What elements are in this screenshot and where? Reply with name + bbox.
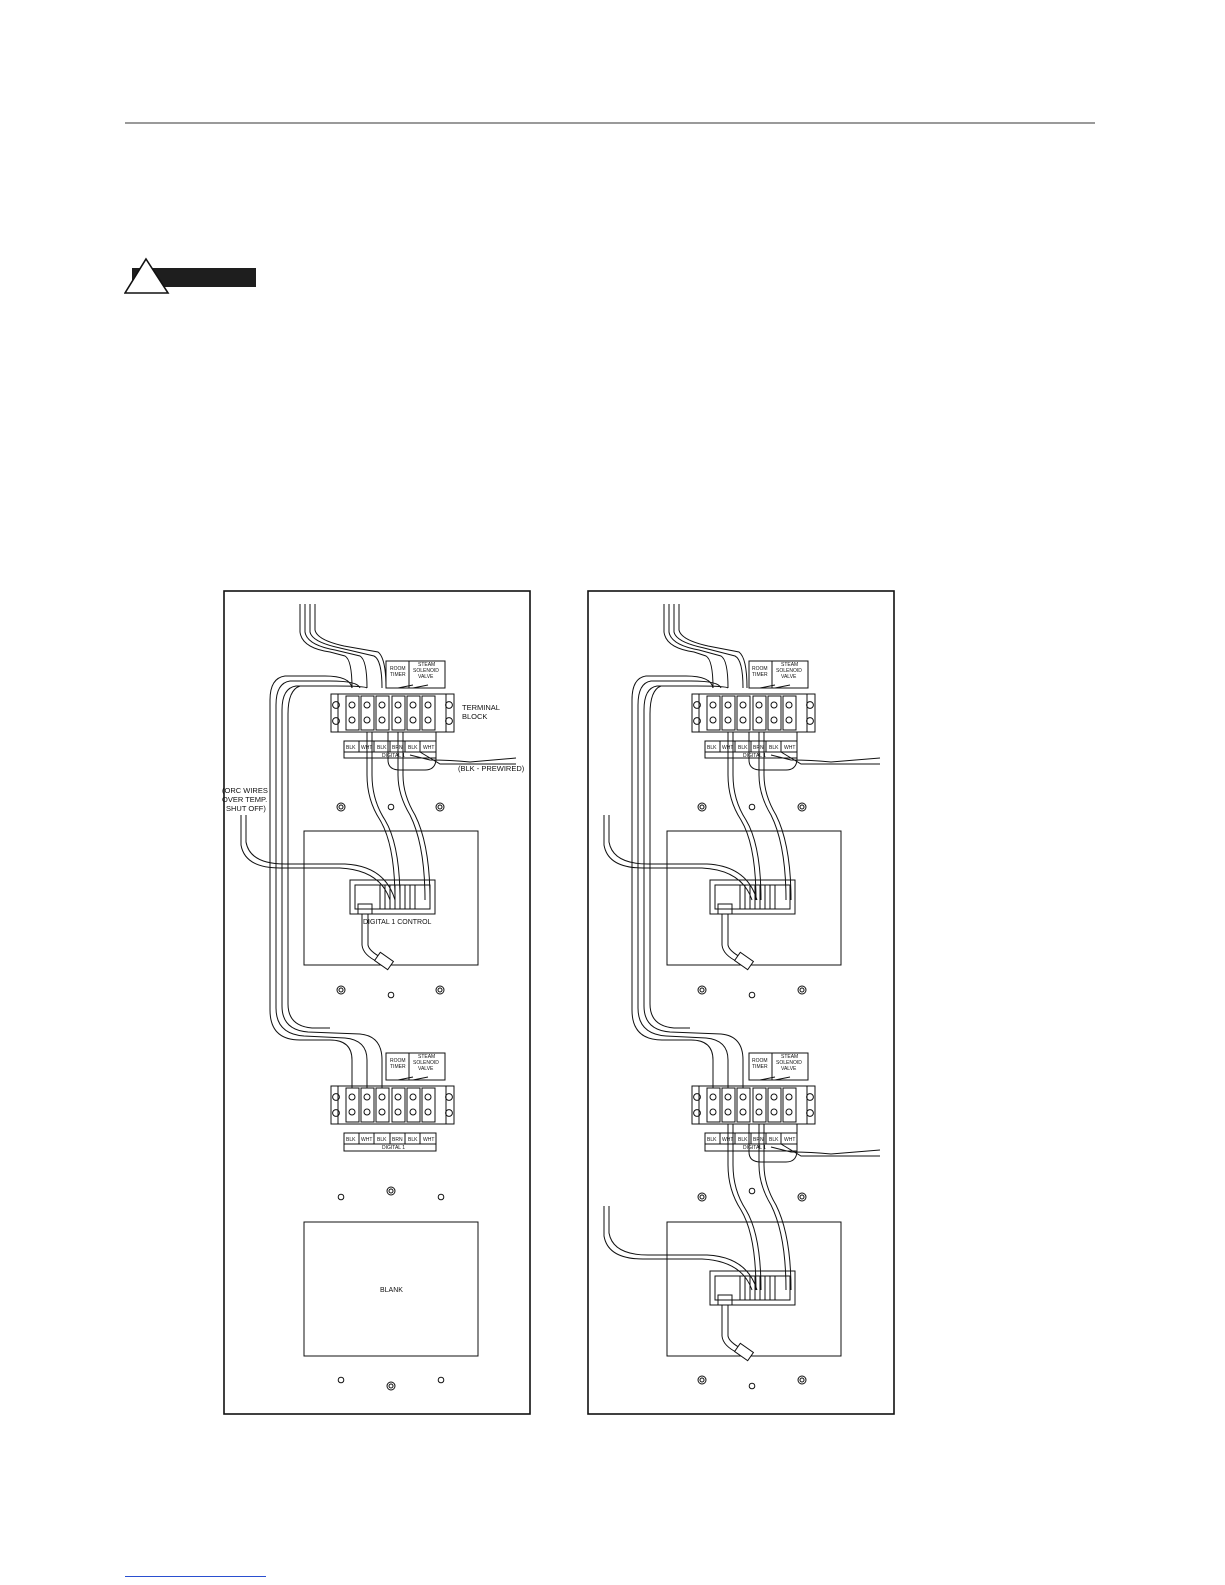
right-upper-terminal-block: [691, 660, 816, 759]
steam-valve-label-2: SOLENOID: [776, 1060, 802, 1066]
terminal-color: WHT: [423, 1137, 434, 1143]
right-panel-frame: [587, 590, 895, 1415]
left-upper-terminal-block: [330, 660, 455, 759]
steam-valve-label-3: VALVE: [418, 674, 434, 680]
terminal-color: BLK: [738, 1137, 748, 1143]
right-lower-control-panel: [666, 1221, 842, 1362]
warning-bar: [132, 268, 256, 287]
left-mount-screws-low: [337, 1186, 445, 1201]
terminal-color: BRN: [392, 745, 403, 751]
left-control-panel: [303, 830, 479, 971]
room-timer-label: ROOM: [390, 666, 406, 672]
terminal-color: WHT: [784, 745, 795, 751]
right-mount-screws-mid: [697, 985, 807, 999]
warning-triangle-icon: [124, 257, 170, 294]
terminal-color: WHT: [722, 1137, 733, 1143]
left-mount-screws-top: [336, 802, 445, 812]
terminal-color: BLK: [346, 745, 356, 751]
terminal-block-label-2: BLOCK: [462, 712, 487, 721]
orc-wires-label-3: SHUT OFF): [226, 804, 266, 813]
control-label: DIGITAL 1 CONTROL: [363, 919, 432, 926]
terminal-color: BLK: [408, 745, 418, 751]
steam-valve-label-2: SOLENOID: [413, 1060, 439, 1066]
room-timer-label-2: TIMER: [752, 1064, 768, 1070]
terminal-color: BLK: [738, 745, 748, 751]
room-timer-label: ROOM: [752, 1058, 768, 1064]
terminal-color: BLK: [707, 1137, 717, 1143]
room-timer-label-2: TIMER: [752, 672, 768, 678]
right-mount-screws-low: [697, 1187, 807, 1202]
terminal-color: BLK: [769, 745, 779, 751]
steam-valve-label: STEAM: [781, 662, 798, 668]
left-lower-terminal-block: [330, 1052, 455, 1152]
terminal-color: BRN: [753, 745, 764, 751]
terminal-block-label: TERMINAL: [462, 703, 500, 712]
steam-valve-label-3: VALVE: [781, 1066, 797, 1072]
terminal-screws: [332, 695, 453, 731]
digital-label: DIGITAL 1: [743, 1145, 766, 1151]
digital-label: DIGITAL 1: [382, 1145, 405, 1151]
room-timer-label-2: TIMER: [390, 1064, 406, 1070]
terminal-color: BLK: [408, 1137, 418, 1143]
right-lower-wires: [603, 1124, 881, 1291]
steam-valve-label-2: SOLENOID: [413, 668, 439, 674]
room-timer-label-2: TIMER: [390, 672, 406, 678]
orc-wires-label: (ORC WIRES: [222, 786, 268, 795]
digital-label: DIGITAL 1: [382, 753, 405, 759]
right-lower-terminal-block: [691, 1052, 816, 1152]
terminal-color: BRN: [753, 1137, 764, 1143]
room-timer-label: ROOM: [390, 1058, 406, 1064]
left-panel: [223, 590, 531, 1415]
digital-label: DIGITAL 1: [743, 753, 766, 759]
terminal-color: WHT: [784, 1137, 795, 1143]
terminal-color: BRN: [392, 1137, 403, 1143]
terminal-color: BLK: [769, 1137, 779, 1143]
left-mount-screws-mid: [336, 985, 445, 999]
left-panel-frame: [223, 590, 531, 1415]
right-upper-control-panel: [666, 830, 842, 971]
left-blank-plate: [303, 1221, 479, 1357]
left-top-wires: [240, 604, 517, 1088]
right-top-wires: [603, 604, 881, 1088]
steam-valve-label-3: VALVE: [781, 674, 797, 680]
terminal-color: WHT: [361, 1137, 372, 1143]
steam-valve-label: STEAM: [418, 662, 435, 668]
terminal-color: WHT: [423, 745, 434, 751]
terminal-color: BLK: [377, 1137, 387, 1143]
right-mount-screws-bottom: [697, 1375, 807, 1390]
steam-valve-label-2: SOLENOID: [776, 668, 802, 674]
terminal-color: BLK: [707, 745, 717, 751]
steam-valve-label: STEAM: [781, 1054, 798, 1060]
terminal-color: BLK: [377, 745, 387, 751]
right-panel: [587, 590, 895, 1415]
steam-valve-label: STEAM: [418, 1054, 435, 1060]
footer-link-underline: [125, 1576, 266, 1577]
blank-plate-label: BLANK: [380, 1287, 403, 1294]
right-mount-screws-top: [697, 802, 807, 812]
warning-banner: [124, 257, 258, 295]
terminal-color: WHT: [722, 745, 733, 751]
prewired-label: (BLK - PREWIRED): [458, 764, 525, 773]
terminal-color: WHT: [361, 745, 372, 751]
terminal-color: BLK: [346, 1137, 356, 1143]
orc-wires-label-2: OVER TEMP.: [222, 795, 267, 804]
room-timer-label: ROOM: [752, 666, 768, 672]
header-rule: [125, 122, 1095, 124]
left-mount-screws-bottom: [337, 1376, 445, 1391]
steam-valve-label-3: VALVE: [418, 1066, 434, 1072]
